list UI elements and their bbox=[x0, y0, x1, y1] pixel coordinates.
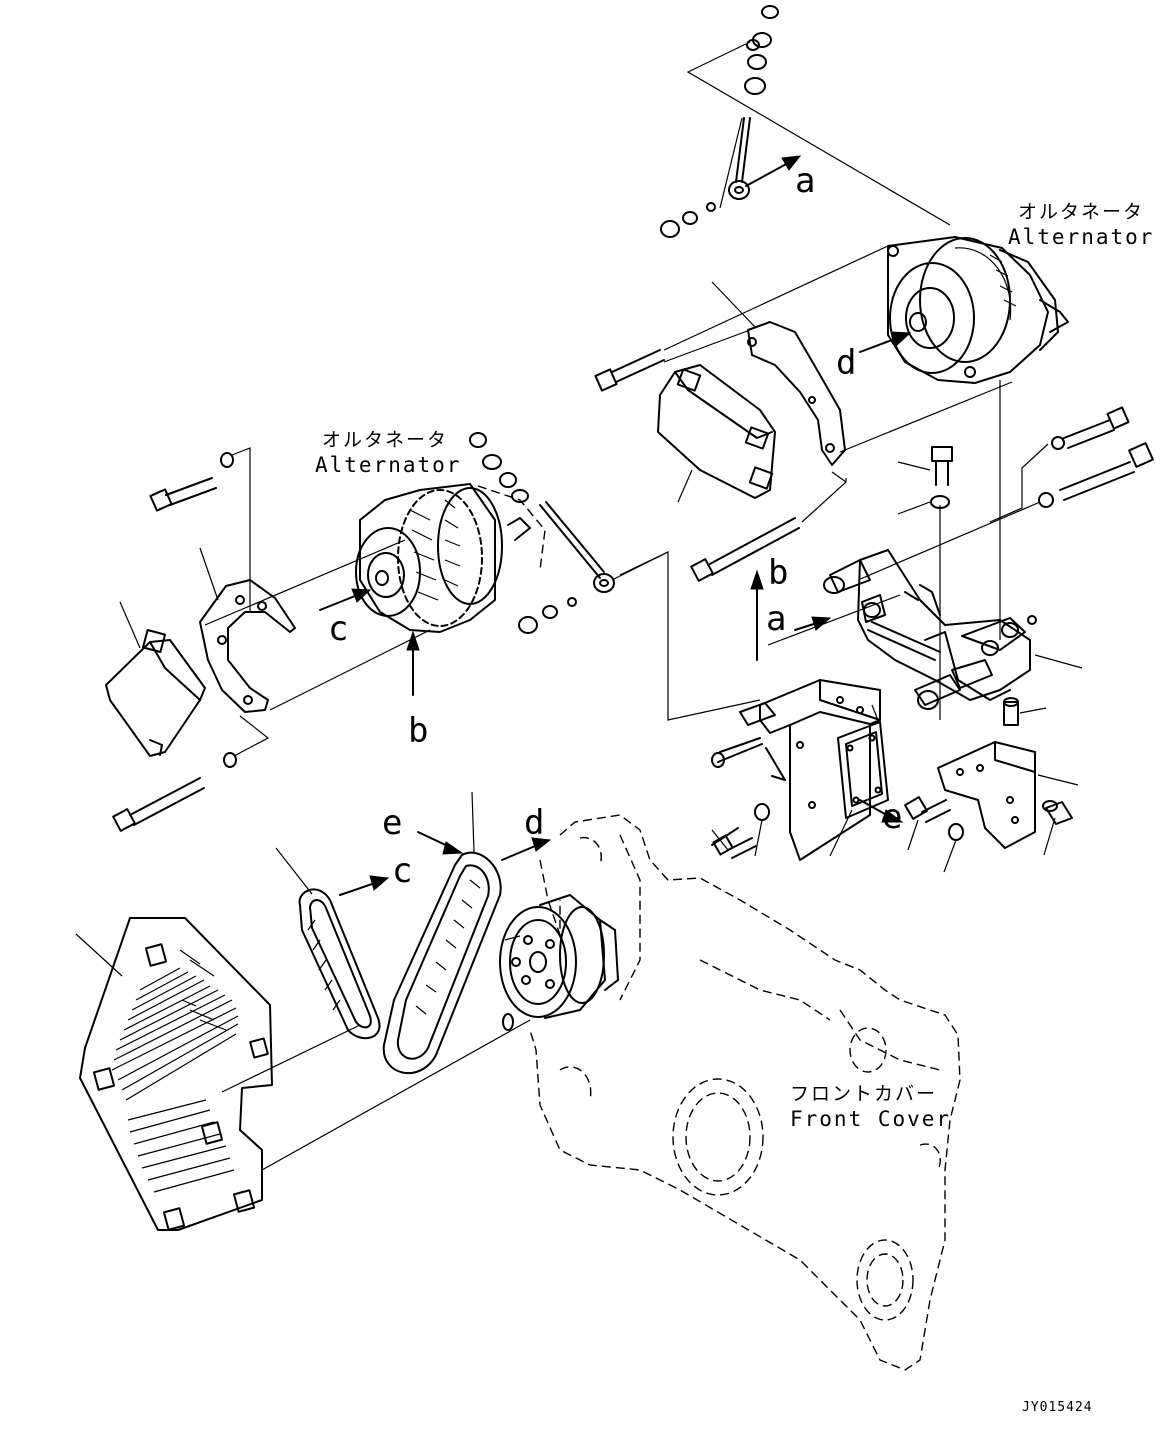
grille-belt-guard bbox=[75, 917, 273, 1231]
arrow-c-left bbox=[319, 588, 372, 611]
dowel-pin-upper bbox=[1003, 697, 1019, 726]
top-alternator-assembly bbox=[594, 5, 1154, 873]
top-nut-row bbox=[660, 202, 716, 238]
dowel-pin-right bbox=[1042, 800, 1073, 825]
alt-top-label-en: Alternator bbox=[1008, 225, 1154, 249]
callout-b-left: b bbox=[408, 711, 428, 751]
front-cover-label-en: Front Cover bbox=[790, 1107, 951, 1131]
callout-d-top: d bbox=[836, 343, 856, 383]
arrow-e-belt bbox=[417, 831, 464, 855]
callout-e-belt: e bbox=[382, 803, 402, 843]
left-alternator-body bbox=[355, 483, 546, 633]
top-bolt-left bbox=[594, 349, 665, 392]
arrow-d-belt bbox=[501, 837, 552, 861]
text-labels: オルタネータ Alternator オルタネータ Alternator フロント… bbox=[315, 161, 1154, 1415]
left-alternator-assembly bbox=[105, 432, 669, 832]
left-bolt-lower bbox=[112, 752, 237, 832]
left-mounting-bracket bbox=[199, 547, 296, 713]
left-belt-cover bbox=[105, 601, 206, 757]
alt-top-label-jp: オルタネータ bbox=[1018, 201, 1144, 223]
adjusting-rod-left bbox=[539, 501, 615, 593]
left-nut-column bbox=[469, 432, 531, 541]
crank-pulley bbox=[499, 894, 619, 1019]
front-cover-label-jp: フロントカバー bbox=[790, 1083, 937, 1105]
callout-d-belt: d bbox=[524, 803, 544, 843]
belt-c bbox=[298, 888, 381, 1039]
callout-c-belt: c bbox=[392, 851, 412, 891]
top-bolt-right-upper bbox=[1051, 406, 1130, 450]
drawing-code: JY015424 bbox=[1022, 1400, 1093, 1415]
top-bolt-right-lower bbox=[1038, 442, 1154, 508]
arrow-a-top bbox=[745, 155, 802, 187]
top-small-bolt bbox=[930, 446, 953, 509]
arrow-c-belt bbox=[339, 875, 390, 896]
arrow-b-left bbox=[406, 630, 420, 696]
callout-b-mid: b bbox=[768, 553, 788, 593]
arrow-b-mid bbox=[750, 569, 764, 661]
left-nut-row bbox=[518, 597, 577, 634]
engine-mounting-bracket bbox=[823, 549, 1037, 710]
l-bracket-left bbox=[711, 679, 881, 861]
callout-a-mid: a bbox=[766, 599, 786, 639]
top-alternator-body bbox=[887, 236, 1069, 384]
top-mounting-bracket bbox=[747, 321, 846, 466]
arrow-e-right bbox=[859, 799, 904, 823]
callout-c-left: c bbox=[328, 609, 348, 649]
bolt-left-lower bbox=[711, 803, 770, 859]
mid-long-bolt bbox=[690, 517, 800, 582]
gasket-plate bbox=[837, 721, 889, 819]
left-bolt-upper bbox=[149, 452, 234, 512]
top-washer-stack bbox=[744, 5, 779, 95]
l-bracket-right bbox=[937, 741, 1036, 849]
alt-left-label-jp: オルタネータ bbox=[322, 429, 448, 451]
adjusting-rod-top bbox=[728, 117, 751, 200]
arrow-d-top bbox=[859, 331, 912, 353]
alt-left-label-en: Alternator bbox=[315, 453, 461, 477]
top-belt-cover bbox=[657, 364, 776, 499]
callout-a-top: a bbox=[795, 161, 815, 201]
callout-e-right: e bbox=[882, 797, 902, 837]
belt-e bbox=[382, 851, 502, 1074]
front-cover-outline bbox=[529, 814, 961, 1371]
